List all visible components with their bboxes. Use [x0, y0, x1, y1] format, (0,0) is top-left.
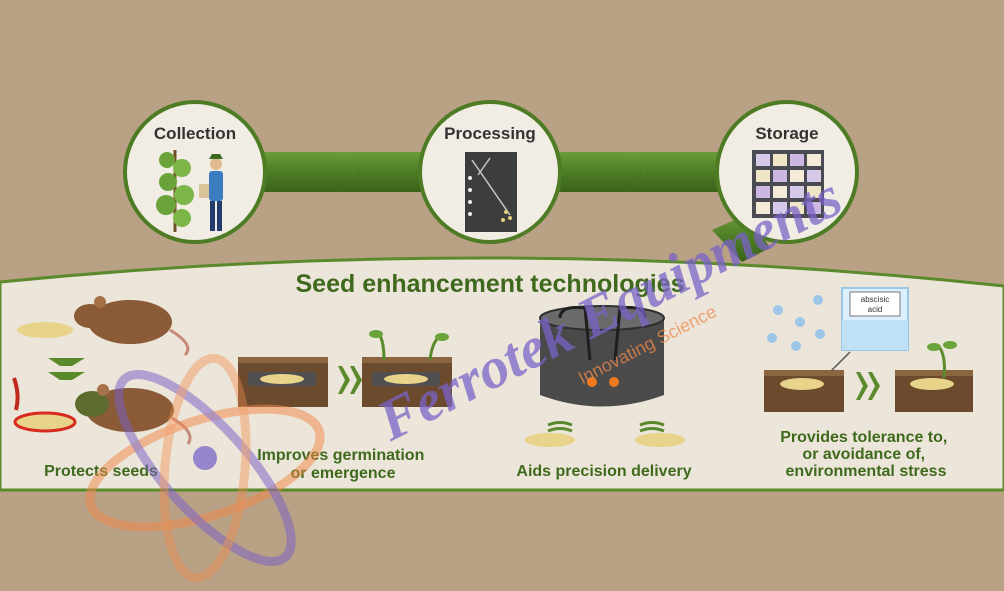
caption-stress-tolerance: Provides tolerance to, or avoidance of, … [780, 429, 952, 480]
atom-logo-icon [85, 353, 325, 583]
caption-precision-delivery: Aids precision delivery [516, 463, 691, 480]
caption-line: or emergence [291, 465, 396, 482]
enhancement-panel [0, 256, 1004, 492]
caption-germination: Improves germination or emergence [257, 447, 429, 482]
storage-jar [790, 186, 804, 198]
arrow-collection-processing-b [340, 152, 425, 192]
abscisic-acid-beaker-icon: abscisic acid [764, 287, 973, 412]
storage-jar [756, 186, 770, 198]
arrow-processing-storage-b [630, 152, 722, 192]
caption-line: Aids precision delivery [516, 463, 691, 480]
storage-jar [773, 202, 787, 214]
arrow-collection-processing-a [262, 152, 355, 192]
stage-processing-label: Processing [444, 124, 536, 143]
panel-title: Seed enhancement technologies [296, 270, 685, 298]
collector-person-icon [156, 150, 223, 232]
storage-jar [807, 170, 821, 182]
storage-jar [807, 186, 821, 198]
stage-processing: Processing [418, 100, 562, 244]
beaker-label-line1: abscisic [861, 295, 889, 304]
seed-coating-drum-icon [525, 305, 685, 447]
storage-shelves-icon [752, 150, 824, 218]
stage-storage-label: Storage [755, 124, 818, 143]
storage-jar [773, 154, 787, 166]
storage-jar [790, 170, 804, 182]
stage-storage: Storage [715, 100, 859, 244]
stage-collection: Collection [123, 100, 267, 244]
stage-collection-label: Collection [154, 124, 236, 143]
storage-jar [790, 202, 804, 214]
storage-jar [773, 186, 787, 198]
storage-jar [790, 154, 804, 166]
germinating-seed-icon [238, 330, 452, 407]
storage-jar [807, 154, 821, 166]
seed-sorter-icon [465, 152, 517, 232]
caption-line: or avoidance of, [802, 446, 925, 463]
storage-jar [773, 170, 787, 182]
arrow-processing-storage-a [558, 152, 645, 192]
beaker-label-line2: acid [868, 305, 883, 314]
caption-line: Provides tolerance to, [780, 429, 947, 446]
caption-line: Improves germination [257, 447, 424, 464]
storage-jar [756, 202, 770, 214]
mice-eating-seeds-icon [12, 296, 192, 445]
caption-line: environmental stress [786, 463, 947, 480]
storage-jar [756, 154, 770, 166]
storage-jar [807, 202, 821, 214]
storage-jar [756, 170, 770, 182]
